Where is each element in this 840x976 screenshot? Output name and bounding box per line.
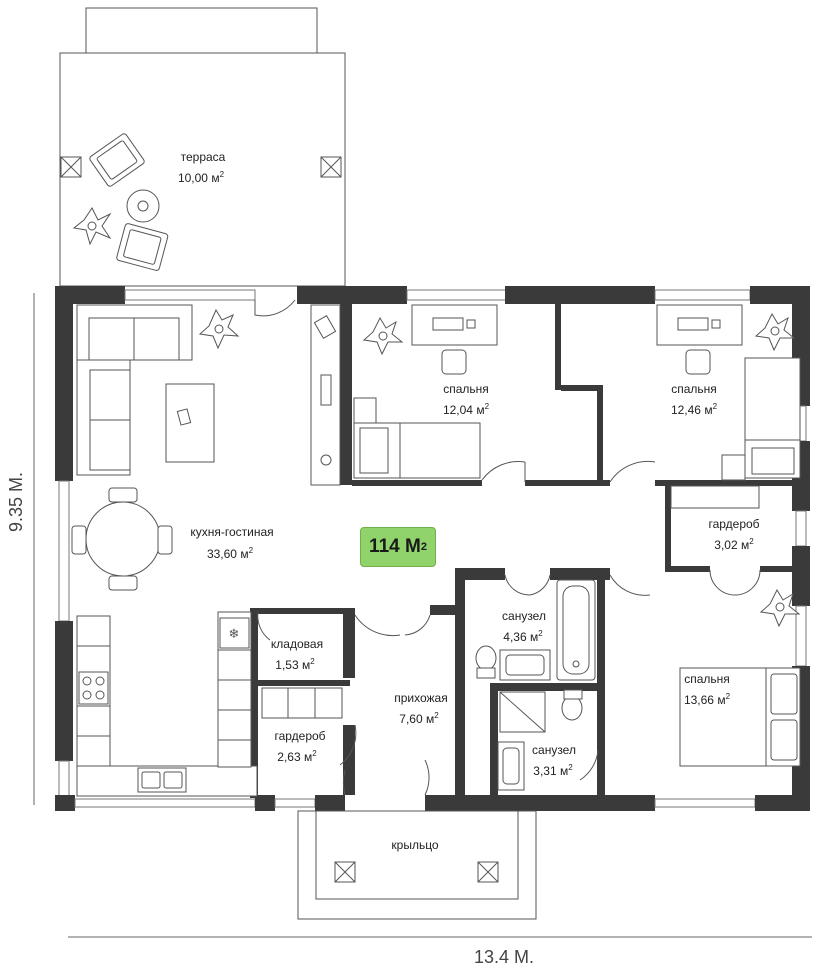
dining-table-icon: [71, 487, 173, 591]
sofa-icon: [76, 304, 193, 476]
room-name: гардероб: [708, 517, 759, 531]
sink-icon: [137, 767, 187, 793]
room-area: 3,31 м2: [533, 763, 573, 778]
room-label-wardrobe1: гардероб 3,02 м2: [708, 517, 759, 552]
terrace-area: [59, 7, 346, 287]
room-name: гардероб: [274, 729, 325, 743]
room-name: санузел: [502, 609, 546, 623]
wardrobe-shelf-icon: [670, 485, 760, 509]
room-label-hall: прихожая 7,60 м2: [394, 691, 447, 726]
interior-walls: [250, 300, 795, 798]
room-name: санузел: [532, 743, 576, 757]
bath2-fixtures: [497, 689, 583, 791]
post-icon: [334, 861, 356, 883]
plant-icon: [198, 308, 240, 350]
room-area: 3,02 м2: [714, 537, 754, 552]
post-icon: [320, 156, 342, 178]
bath1-fixtures: [475, 579, 596, 681]
bedroom2-furniture: [656, 304, 801, 481]
room-label-living: кухня-гостиная 33,60 м2: [190, 525, 273, 561]
room-area: 12,04 м2: [443, 402, 490, 417]
bedroom1-furniture: [310, 304, 498, 486]
coffee-table-icon: [165, 383, 215, 463]
svg-text:❄: ❄: [229, 627, 240, 642]
room-name: терраса: [181, 150, 226, 164]
room-area: 2,63 м2: [277, 749, 317, 764]
room-name: спальня: [671, 382, 717, 396]
porch-area: [297, 810, 537, 920]
room-area: 7,60 м2: [399, 711, 439, 726]
height-dimension-label: 9.35 М.: [6, 472, 26, 532]
room-label-bedroom1: спальня 12,04 м2: [443, 382, 490, 417]
armchair-icon: [116, 223, 169, 271]
fridge-icon: ❄: [219, 617, 250, 649]
room-label-pantry: кладовая 1,53 м2: [271, 637, 323, 672]
total-area-value: 114: [369, 536, 400, 557]
room-label-bath2: санузел 3,31 м2: [532, 743, 576, 778]
room-label-porch: крыльцо: [391, 838, 439, 852]
wardrobe2-shelves: [261, 687, 343, 719]
room-name: спальня: [443, 382, 489, 396]
room-name: прихожая: [394, 691, 447, 705]
width-dimension-label: 13.4 М.: [474, 947, 534, 967]
room-area: 12,46 м2: [671, 402, 718, 417]
bedroom3-furniture: [679, 667, 801, 767]
room-label-bath1: санузел 4,36 м2: [502, 609, 546, 644]
room-area: 4,36 м2: [503, 629, 543, 644]
round-table-icon: [126, 189, 160, 223]
room-name: кладовая: [271, 637, 323, 651]
plant-icon: [72, 207, 112, 246]
room-area: 1,53 м2: [275, 657, 315, 672]
room-label-wardrobe2: гардероб 2,63 м2: [274, 729, 325, 764]
room-label-bedroom2: спальня 12,46 м2: [671, 382, 718, 417]
post-icon: [60, 156, 82, 178]
room-name: крыльцо: [391, 838, 439, 852]
plant-icon: [759, 588, 801, 628]
stove-icon: [78, 671, 109, 705]
room-label-terrace: терраса 10,00 м2: [178, 150, 226, 185]
plant-icon: [362, 316, 404, 356]
room-area: 33,60 м2: [207, 546, 254, 561]
room-area: 10,00 м2: [178, 170, 225, 185]
doors: [254, 299, 761, 796]
total-area-unit: М: [404, 536, 421, 557]
plant-icon: [754, 312, 796, 352]
room-name: спальня: [684, 672, 730, 686]
room-name: кухня-гостиная: [190, 525, 273, 539]
room-label-bedroom3: спальня 13,66 м2: [684, 672, 731, 707]
exterior-walls: [55, 286, 810, 811]
total-area-superscript: 2: [420, 541, 427, 553]
room-area: 13,66 м2: [684, 692, 731, 707]
post-icon: [477, 861, 499, 883]
armchair-icon: [89, 133, 145, 187]
